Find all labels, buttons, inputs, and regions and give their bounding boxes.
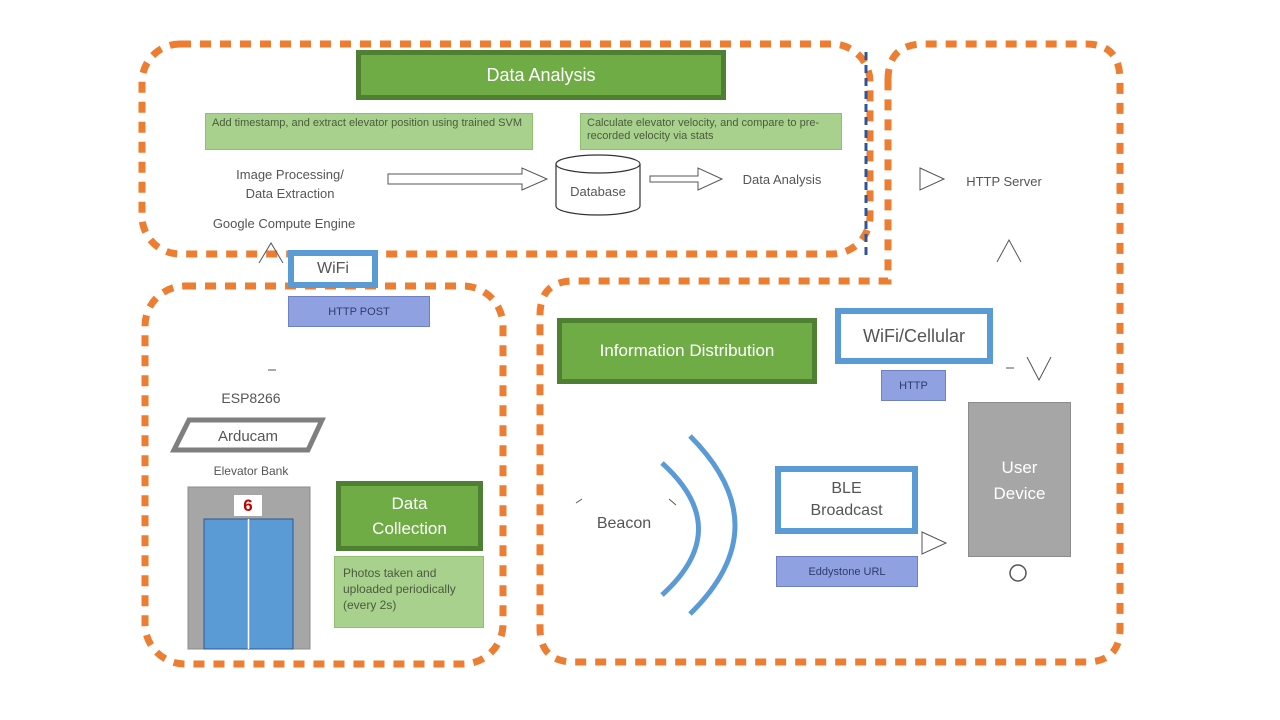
esp8266-label: ESP8266 xyxy=(221,390,281,406)
data-analysis-label: Data Analysis xyxy=(742,172,822,187)
home-button-icon xyxy=(1009,564,1027,582)
ble-line2: Broadcast xyxy=(810,502,883,519)
data-collection-title: Data Collection xyxy=(336,481,483,551)
database-label: Database xyxy=(570,184,626,199)
user-device: User Device xyxy=(968,402,1071,557)
user-device-line1: User xyxy=(1001,458,1038,477)
arducam-label: Arducam xyxy=(217,428,279,445)
user-device-line2: Device xyxy=(993,484,1046,503)
arrow-to-user-device xyxy=(921,531,948,555)
elevator-bank-label: Elevator Bank xyxy=(213,464,289,478)
wifi-cellular-box: WiFi/Cellular xyxy=(835,308,993,364)
arrow-to-analysis xyxy=(649,167,724,191)
wifi-box: WiFi xyxy=(288,250,378,288)
photos-note: Photos taken and uploaded periodically (… xyxy=(334,556,484,628)
http-server-label: HTTP Server xyxy=(966,174,1042,189)
beacon-wave-inner xyxy=(660,461,701,597)
floor-indicator: 6 xyxy=(234,495,262,516)
eddystone-url-label: Eddystone URL xyxy=(776,556,918,587)
data-collection-line1: Data xyxy=(391,494,428,513)
arrow-up-to-server xyxy=(996,238,1022,263)
arrow-up-to-compute xyxy=(258,242,284,264)
arrow-to-http-server xyxy=(919,167,946,191)
arrow-down-to-device xyxy=(1026,356,1052,382)
information-distribution-title: Information Distribution xyxy=(557,318,817,384)
http-label: HTTP xyxy=(881,370,946,401)
http-post-label: HTTP POST xyxy=(288,296,430,327)
data-collection-region xyxy=(141,282,507,668)
beacon-wave-outer xyxy=(688,434,738,616)
image-processing-label: Image Processing/ Data Extraction xyxy=(200,165,380,203)
data-analysis-region xyxy=(138,40,874,258)
database-cylinder xyxy=(555,154,641,216)
image-processing-line2: Data Extraction xyxy=(245,186,335,201)
compute-engine-label: Google Compute Engine xyxy=(212,216,356,231)
beacon-label: Beacon xyxy=(596,515,652,532)
velocity-note: Calculate elevator velocity, and compare… xyxy=(580,113,842,150)
data-collection-line2: Collection xyxy=(372,519,447,538)
timestamp-note: Add timestamp, and extract elevator posi… xyxy=(205,113,533,150)
image-processing-line1: Image Processing/ xyxy=(236,167,344,182)
arrow-to-database xyxy=(387,167,549,191)
ble-broadcast-box: BLE Broadcast xyxy=(775,466,918,534)
data-analysis-title: Data Analysis xyxy=(356,50,726,100)
ble-line1: BLE xyxy=(831,480,862,497)
arducam-shape xyxy=(169,417,326,453)
